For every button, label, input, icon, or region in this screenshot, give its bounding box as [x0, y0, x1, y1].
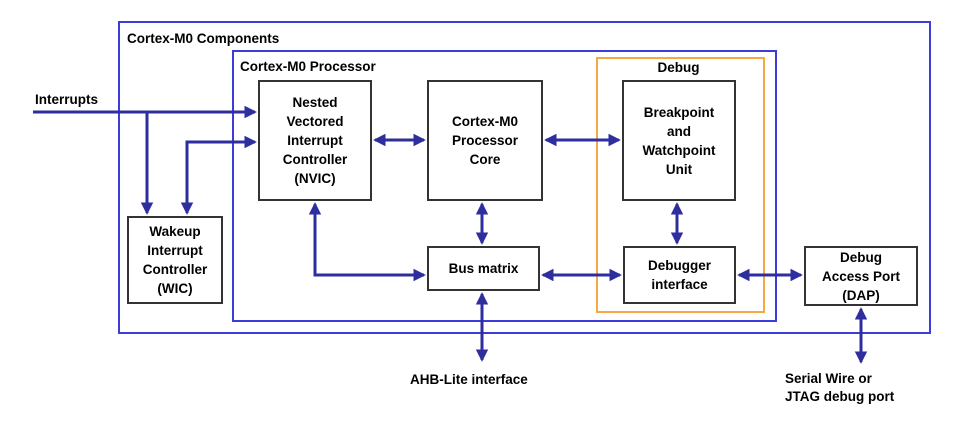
node-debugger-interface: Debugger interface: [623, 246, 736, 304]
ahb-lite-interface-label: AHB-Lite interface: [410, 372, 528, 387]
node-nvic: Nested Vectored Interrupt Controller (NV…: [258, 80, 372, 201]
serial-wire-jtag-label: Serial Wire or JTAG debug port: [785, 371, 895, 404]
components-title: Cortex-M0 Components: [127, 31, 280, 46]
node-bus-matrix: Bus matrix: [427, 246, 540, 291]
container-debug: [596, 57, 765, 313]
node-breakpoint-watchpoint-unit: Breakpoint and Watchpoint Unit: [622, 80, 736, 201]
node-wic: Wakeup Interrupt Controller (WIC): [127, 216, 223, 304]
processor-title: Cortex-M0 Processor: [240, 59, 376, 74]
container-cortex-m0-components: [118, 21, 931, 334]
interrupts-label: Interrupts: [35, 92, 99, 107]
node-dap: Debug Access Port (DAP): [804, 246, 918, 306]
debug-title: Debug: [657, 60, 700, 75]
node-processor-core: Cortex-M0 Processor Core: [427, 80, 543, 201]
